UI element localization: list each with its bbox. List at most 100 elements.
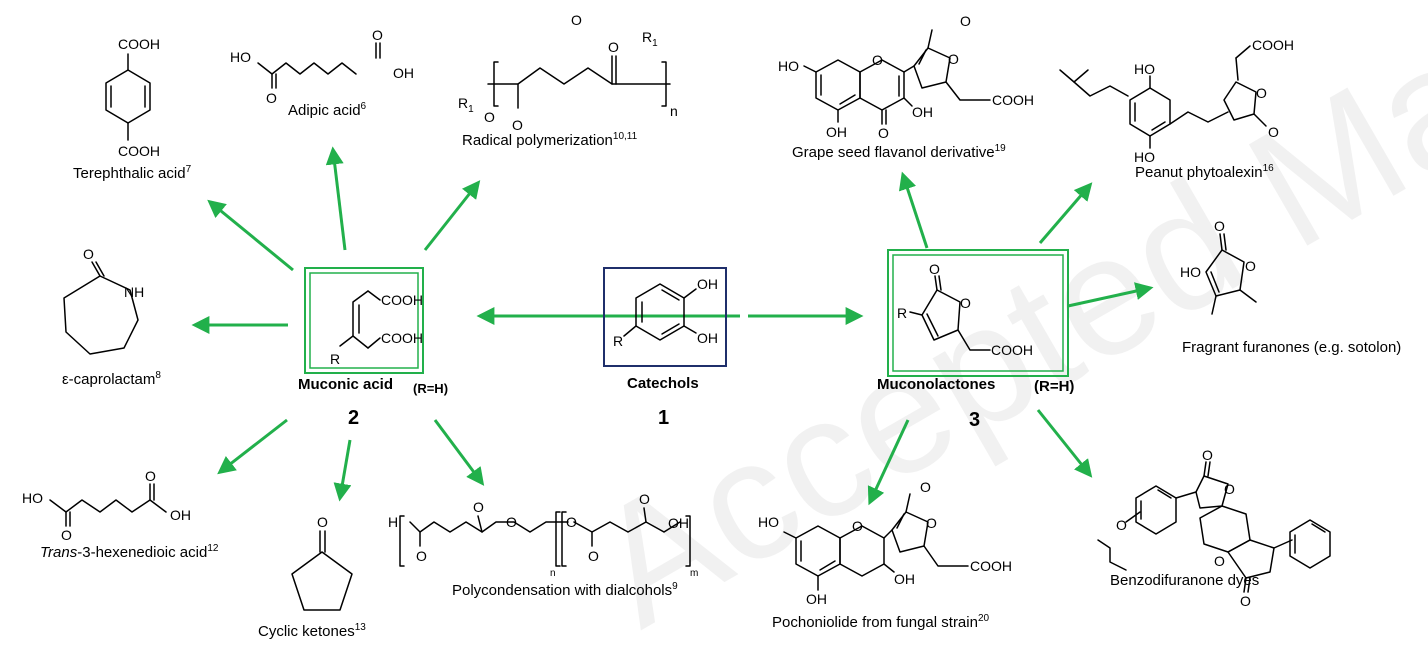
atom-o: O	[639, 491, 650, 507]
atom-o: O	[1214, 218, 1225, 234]
atom-o: O	[512, 117, 523, 133]
atom-o: O	[566, 514, 577, 530]
lactone-ring	[891, 511, 929, 553]
atom-o: O	[473, 499, 484, 515]
catechol-box	[603, 267, 727, 367]
adipic-label: Adipic acid6	[288, 101, 367, 119]
repeat-n: n	[550, 568, 556, 579]
muconolactone-box-outer	[887, 249, 1069, 377]
atom-o: O	[506, 514, 517, 530]
lactone-ring	[921, 289, 961, 341]
cyclic-ketone-structure: O Cyclic ketones13	[258, 514, 366, 640]
atom-r1: R1	[642, 29, 658, 49]
muconolactone-condition: (R=H)	[1034, 378, 1074, 395]
polycondensation-structure: H OH O O O O O O n m Polycondensation wi…	[388, 491, 698, 599]
grape-flavanol-structure: O O O O HO OH OH COOH Grape seed flavano…	[778, 13, 1034, 161]
atom-o: O	[317, 514, 328, 530]
muconolactone-label: Muconolactones	[877, 376, 995, 393]
atom-o: O	[1202, 447, 1213, 463]
atom-o: O	[1214, 553, 1225, 569]
pochoniolide-structure: O O O HO OH OH COOH Pochoniolide from fu…	[758, 479, 1012, 631]
terephthalic-label: Terephthalic acid7	[73, 164, 192, 182]
central-benzene	[1199, 505, 1251, 553]
atom-oh: OH	[170, 507, 191, 523]
furanone-ring	[1205, 249, 1245, 297]
aromatic-ring	[1129, 87, 1171, 137]
atom-cooh: COOH	[970, 558, 1012, 574]
catechol-ring	[635, 283, 685, 341]
arrow-to-furanones	[1067, 282, 1154, 308]
hexenedioic-structure: HO OH O O Trans-3-hexenedioic acid12	[22, 468, 219, 561]
atom-ho: HO	[1180, 264, 1201, 280]
atom-o: O	[948, 51, 959, 67]
atom-o: O	[926, 515, 937, 531]
atom-o: O	[484, 109, 495, 125]
atom-r1: R1	[458, 95, 474, 115]
atom-o: O	[960, 295, 971, 311]
arrow-to-pochoniolide	[867, 419, 910, 506]
atom-o: O	[960, 13, 971, 29]
atom-o: O	[872, 52, 883, 68]
atom-o: O	[61, 527, 72, 543]
atom-o: O	[929, 261, 940, 277]
phenyl-ring-1	[1135, 485, 1177, 535]
terephthalic-structure: COOH COOH Terephthalic acid7	[73, 36, 192, 182]
phenyl-ring-2	[1289, 519, 1331, 569]
atom-o: O	[608, 39, 619, 55]
hexenedioic-label: Trans-3-hexenedioic acid12	[40, 543, 219, 561]
atom-oh: OH	[697, 330, 718, 346]
cyclic-ketones-label: Cyclic ketones13	[258, 622, 366, 640]
peanut-label: Peanut phytoalexin16	[1135, 163, 1274, 181]
atom-oh: OH	[697, 276, 718, 292]
furanone-ring-2	[1227, 539, 1275, 579]
muconolactone-node: O O R COOH Muconolactones (R=H) 3	[877, 249, 1074, 431]
atom-cooh: COOH	[118, 143, 160, 159]
polyester-backbone-1	[409, 521, 569, 533]
atom-oh: OH	[826, 124, 847, 140]
atom-ho: HO	[22, 490, 43, 506]
compound-number: 1	[658, 407, 669, 429]
atom-o: O	[852, 518, 863, 534]
atom-o: O	[920, 479, 931, 495]
lactone-ring	[913, 47, 951, 89]
atom-cooh: COOH	[381, 292, 423, 308]
adipic-structure: HO OH O O Adipic acid6	[230, 27, 414, 119]
atom-cooh: COOH	[381, 330, 423, 346]
muconic-chain	[352, 290, 369, 349]
pochoniolide-label: Pochoniolide from fungal strain20	[772, 613, 990, 631]
grape-label: Grape seed flavanol derivative19	[792, 143, 1006, 161]
atom-o: O	[571, 12, 582, 28]
polymer-backbone	[487, 67, 671, 85]
radical-label: Radical polymerization10,11	[462, 131, 638, 149]
atom-o: O	[1268, 124, 1279, 140]
arrow-to-radical	[423, 180, 481, 251]
atom-r: R	[897, 305, 907, 321]
atom-o: O	[1245, 258, 1256, 274]
atom-o: O	[372, 27, 383, 43]
atom-o: O	[83, 246, 94, 262]
arrow-to-peanut	[1038, 182, 1093, 244]
atom-o: O	[266, 90, 277, 106]
polycondensation-label: Polycondensation with dialcohols9	[452, 581, 678, 599]
catechol-label: Catechols	[627, 375, 699, 392]
arrow-to-polycondensation	[433, 419, 485, 486]
cyclopentane-ring	[291, 551, 353, 611]
arrow-to-terephthalic	[207, 199, 294, 272]
muconic-label: Muconic acid	[298, 376, 393, 393]
compound-number: 3	[969, 409, 980, 431]
atom-ho: HO	[1134, 149, 1155, 165]
compound-number: 2	[348, 407, 359, 429]
caprolactam-structure: O NH ε-caprolactam8	[62, 246, 161, 388]
atom-oh: OH	[894, 571, 915, 587]
atom-ho: HO	[778, 58, 799, 74]
hexenedioic-chain	[49, 499, 167, 513]
peanut-phytoalexin-structure: HO HO COOH O O Peanut phytoalexin16	[1059, 37, 1294, 181]
atom-o: O	[878, 125, 889, 141]
atom-o: O	[145, 468, 156, 484]
aromatic-ring-a	[815, 59, 861, 111]
atom-oh: OH	[912, 104, 933, 120]
atom-o: O	[1240, 593, 1251, 609]
muconolactone-box-inner	[892, 254, 1064, 372]
caprolactam-ring	[63, 275, 139, 355]
